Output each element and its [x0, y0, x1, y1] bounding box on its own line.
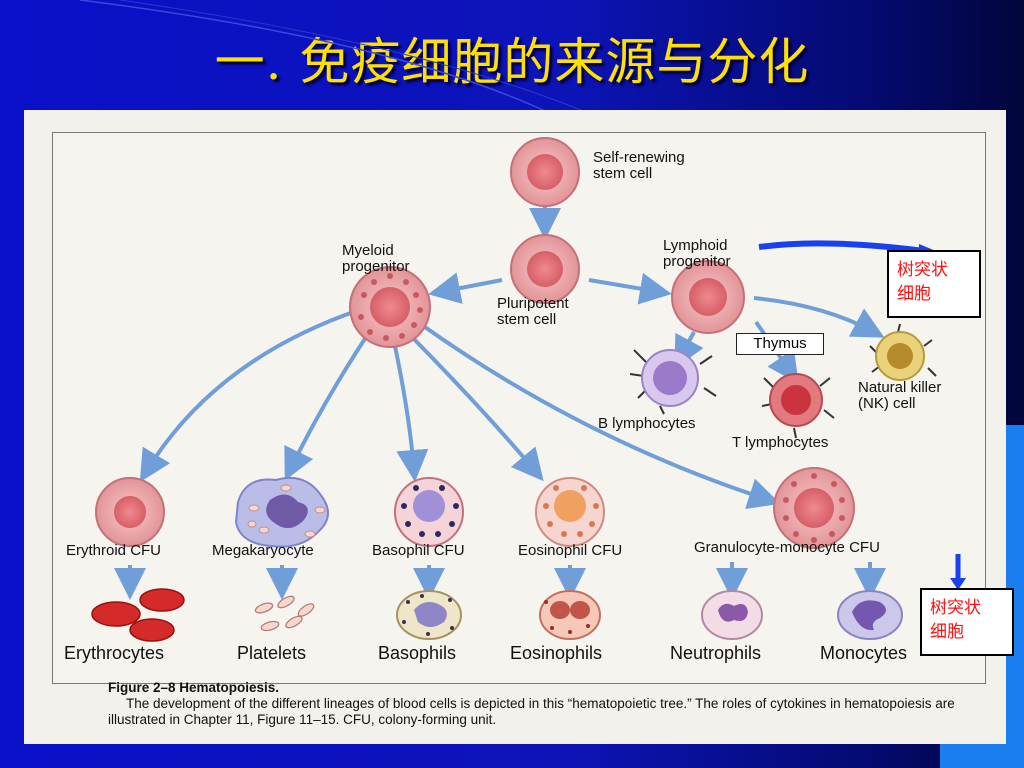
label-platelets: Platelets	[237, 643, 307, 663]
cell-eosinophils	[539, 590, 601, 640]
cell-lymphoid-progenitor	[671, 260, 745, 334]
note-dendritic-cell-top: 树突状 细胞	[887, 250, 981, 318]
hematopoiesis-figure: Self-renewing stem cell Myeloid progenit…	[24, 110, 1006, 744]
annotation-arrow-top	[758, 240, 925, 254]
label-basophils: Basophils	[378, 643, 457, 663]
note-dendritic-cell-bottom: 树突状 细胞	[920, 588, 1014, 656]
cell-erythrocytes	[91, 588, 185, 642]
label-eosinophil-cfu: Eosinophil CFU	[518, 542, 623, 559]
label-self-renewing-stem-cell: Self-renewing stem cell	[593, 149, 685, 182]
label-basophil-cfu: Basophil CFU	[372, 542, 465, 559]
decorative-curve	[79, 0, 601, 119]
caption-text: The development of the different lineage…	[108, 696, 955, 727]
label-granulocyte-monocyte-cfu: Granulocyte-monocyte CFU	[694, 539, 880, 556]
cell-pluripotent-stem	[510, 234, 580, 304]
cell-myeloid-progenitor	[349, 266, 431, 348]
label-megakaryocyte: Megakaryocyte	[212, 542, 314, 559]
cell-t-lymphocyte	[761, 373, 835, 439]
label-monocytes: Monocytes	[820, 643, 908, 663]
cell-b-lymphocyte	[629, 349, 717, 415]
label-erythrocytes: Erythrocytes	[64, 643, 165, 663]
cell-self-renewing-stem	[510, 137, 580, 207]
cell-erythroid-cfu	[95, 477, 165, 547]
label-myeloid-progenitor: Myeloid progenitor	[342, 242, 410, 275]
tree-arrows	[114, 202, 886, 600]
label-lymphoid-progenitor: Lymphoid progenitor	[663, 237, 731, 270]
cell-monocytes	[837, 590, 903, 640]
label-b-lymphocytes: B lymphocytes	[598, 415, 696, 432]
label-eosinophils: Eosinophils	[510, 643, 603, 663]
label-nk-cell: Natural killer (NK) cell	[858, 379, 942, 412]
cell-basophil-cfu	[394, 477, 464, 547]
label-erythroid-cfu: Erythroid CFU	[66, 542, 162, 559]
label-pluripotent-stem-cell: Pluripotent stem cell	[497, 295, 569, 328]
cell-megakaryocyte	[234, 476, 329, 548]
slide-title: 一. 免疫细胞的来源与分化	[214, 33, 810, 91]
cell-platelets	[254, 595, 315, 632]
cell-neutrophils	[701, 590, 763, 640]
caption-title: Figure 2–8 Hematopoiesis.	[108, 680, 280, 695]
figure-panel	[52, 132, 986, 684]
label-thymus: Thymus	[736, 333, 824, 355]
diagram-graphics	[91, 137, 966, 642]
cell-nk	[869, 323, 937, 381]
label-t-lymphocytes: T lymphocytes	[732, 434, 829, 451]
cell-granulocyte-monocyte-cfu	[773, 467, 855, 549]
cell-eosinophil-cfu	[535, 477, 605, 547]
cell-basophils	[396, 590, 462, 640]
figure-caption: Figure 2–8 Hematopoiesis. The developmen…	[108, 680, 988, 728]
label-neutrophils: Neutrophils	[670, 643, 762, 663]
